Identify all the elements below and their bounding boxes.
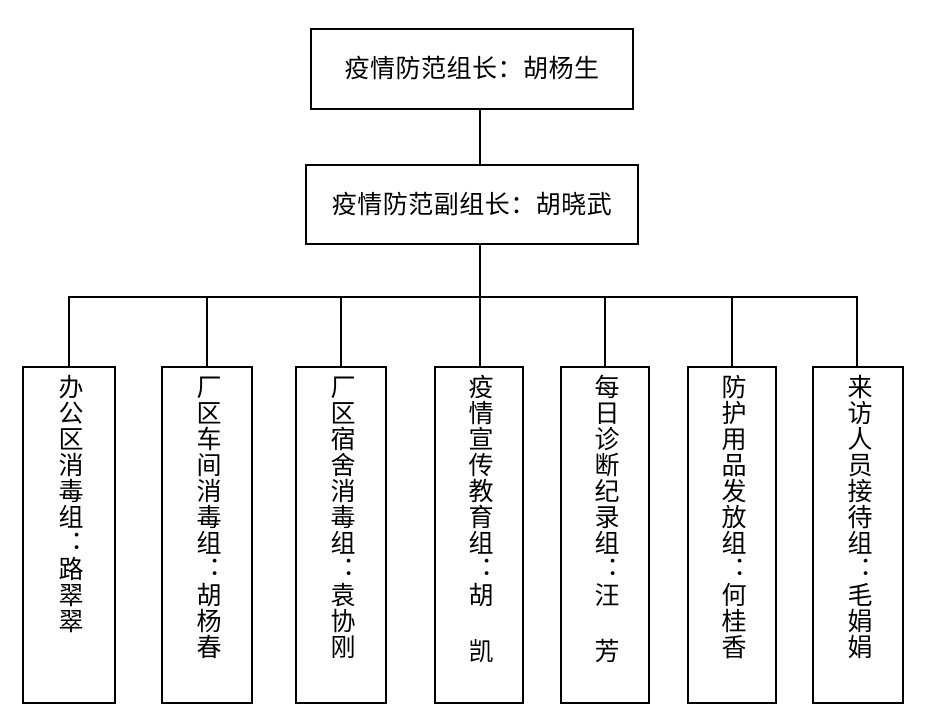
node-group-7[interactable]: 来访人员接待组：毛娟娟 — [812, 366, 904, 704]
node-group-6[interactable]: 防护用品发放组：何桂香 — [687, 366, 777, 704]
node-group-5[interactable]: 每日诊断纪录组：汪 芳 — [560, 366, 650, 704]
edge-deputy-trunk — [479, 245, 481, 298]
edge-leader-to-deputy — [479, 110, 481, 164]
edge-drop-group-2 — [206, 296, 208, 366]
node-group-4-label: 疫情宣传教育组：胡 凯 — [465, 374, 494, 664]
edge-distribution-bar — [68, 296, 858, 298]
node-leader[interactable]: 疫情防范组长：胡杨生 — [310, 28, 634, 110]
edge-drop-group-6 — [731, 296, 733, 366]
edge-drop-group-3 — [340, 296, 342, 366]
node-group-1-label: 办公区消毒组：路翠翠 — [55, 374, 84, 634]
node-group-6-label: 防护用品发放组：何桂香 — [718, 374, 747, 660]
node-group-4[interactable]: 疫情宣传教育组：胡 凯 — [434, 366, 524, 704]
node-group-1[interactable]: 办公区消毒组：路翠翠 — [22, 366, 116, 704]
edge-drop-group-5 — [604, 296, 606, 366]
node-leader-label: 疫情防范组长：胡杨生 — [344, 54, 600, 84]
node-group-3-label: 厂区宿舍消毒组：袁协刚 — [327, 374, 356, 660]
edge-drop-group-1 — [68, 296, 70, 366]
node-deputy-label: 疫情防范副组长：胡晓武 — [331, 189, 613, 219]
node-group-2-label: 厂区车间消毒组：胡杨春 — [193, 374, 222, 660]
edge-drop-group-4 — [479, 296, 481, 366]
node-deputy[interactable]: 疫情防范副组长：胡晓武 — [305, 164, 639, 245]
node-group-5-label: 每日诊断纪录组：汪 芳 — [591, 374, 620, 664]
node-group-7-label: 来访人员接待组：毛娟娟 — [844, 374, 873, 660]
node-group-3[interactable]: 厂区宿舍消毒组：袁协刚 — [295, 366, 387, 704]
node-group-2[interactable]: 厂区车间消毒组：胡杨春 — [161, 366, 253, 704]
edge-drop-group-7 — [856, 296, 858, 366]
